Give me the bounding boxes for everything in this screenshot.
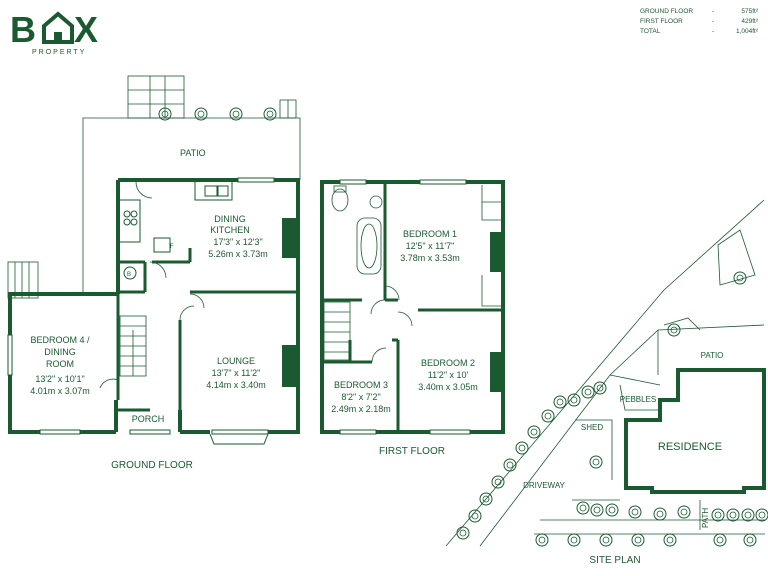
- svg-text:PEBBLES: PEBBLES: [620, 395, 656, 404]
- first-floor-title: FIRST FLOOR: [379, 446, 445, 457]
- residence-outline: [624, 368, 766, 494]
- svg-text:BEDROOM 2: BEDROOM 2: [421, 358, 475, 368]
- svg-text:PORCH: PORCH: [132, 414, 165, 424]
- logo-subtitle: PROPERTY: [32, 49, 86, 56]
- svg-text:PATH: PATH: [701, 508, 710, 528]
- first-floor-stairs: [323, 301, 351, 361]
- chimney-breast: [490, 232, 502, 272]
- house-icon: [42, 11, 74, 44]
- svg-text:13'2" x 10'1": 13'2" x 10'1": [35, 374, 84, 384]
- chimney-breast: [490, 352, 502, 392]
- ground-floor-plan: PATIO: [7, 75, 301, 471]
- svg-text:4.01m x 3.07m: 4.01m x 3.07m: [30, 386, 90, 396]
- svg-text:13'7" x 11'2": 13'7" x 11'2": [212, 368, 261, 378]
- site-plan-title: SITE PLAN: [589, 555, 640, 566]
- svg-text:8'2" x 7'2": 8'2" x 7'2": [341, 392, 380, 402]
- logo-letter-b: B: [10, 9, 36, 50]
- wardrobes: [481, 185, 501, 307]
- svg-text:PATIO: PATIO: [701, 351, 724, 360]
- patio-label: PATIO: [180, 148, 206, 158]
- first-floor-plan: BEDROOM 1 12'5" x 11'7" 3.78m x 3.53m BE…: [320, 179, 505, 457]
- svg-text:3.78m x 3.53m: 3.78m x 3.53m: [400, 253, 460, 263]
- chimney-breast: [282, 345, 296, 387]
- bathroom-fixtures: [331, 185, 383, 275]
- svg-text:LOUNGE: LOUNGE: [217, 356, 255, 366]
- svg-text:B: B: [127, 272, 131, 278]
- svg-text:DINING: DINING: [214, 214, 246, 224]
- residence-label: RESIDENCE: [658, 441, 722, 453]
- patio-area: [7, 75, 301, 299]
- svg-text:3.40m x 3.05m: 3.40m x 3.05m: [418, 382, 478, 392]
- door-swings: [370, 285, 413, 363]
- svg-text:F: F: [170, 244, 174, 250]
- svg-text:ROOM: ROOM: [46, 359, 74, 369]
- svg-text:4.14m x 3.40m: 4.14m x 3.40m: [206, 380, 266, 390]
- svg-text:5.26m x 3.73m: 5.26m x 3.73m: [208, 249, 268, 259]
- svg-text:12'5" x 11'7": 12'5" x 11'7": [406, 241, 455, 251]
- area-row-first: FIRST FLOOR - 429ft²: [640, 18, 758, 25]
- svg-text:DINING: DINING: [44, 347, 76, 357]
- door-swings: [99, 181, 205, 389]
- svg-text:11'2" x 10': 11'2" x 10': [428, 370, 469, 380]
- ground-stairs: [119, 315, 147, 377]
- svg-text:DRIVEWAY: DRIVEWAY: [523, 481, 565, 490]
- area-table: GROUND FLOOR - 575ft² FIRST FLOOR - 429f…: [640, 7, 758, 37]
- box-property-logo: B X PROPERTY: [10, 8, 110, 56]
- logo-letter-x: X: [74, 9, 98, 50]
- svg-text:SHED: SHED: [581, 423, 603, 432]
- kitchen-units: [120, 182, 233, 280]
- ground-floor-title: GROUND FLOOR: [111, 460, 193, 471]
- svg-text:KITCHEN: KITCHEN: [210, 225, 250, 235]
- site-plan: RESIDENCE PATIO PEBBLES SHED DRIVEWAY PA…: [445, 199, 768, 566]
- chimney-breast: [282, 218, 296, 258]
- area-row-ground: GROUND FLOOR - 575ft²: [640, 8, 758, 15]
- svg-text:BEDROOM 1: BEDROOM 1: [403, 229, 457, 239]
- svg-text:BEDROOM 4 /: BEDROOM 4 /: [30, 335, 90, 345]
- svg-text:2.49m x 2.18m: 2.49m x 2.18m: [331, 404, 391, 414]
- svg-text:BEDROOM 3: BEDROOM 3: [334, 380, 388, 390]
- area-row-total: TOTAL - 1,004ft²: [640, 28, 758, 35]
- svg-text:17'3" x 12'3": 17'3" x 12'3": [213, 237, 262, 247]
